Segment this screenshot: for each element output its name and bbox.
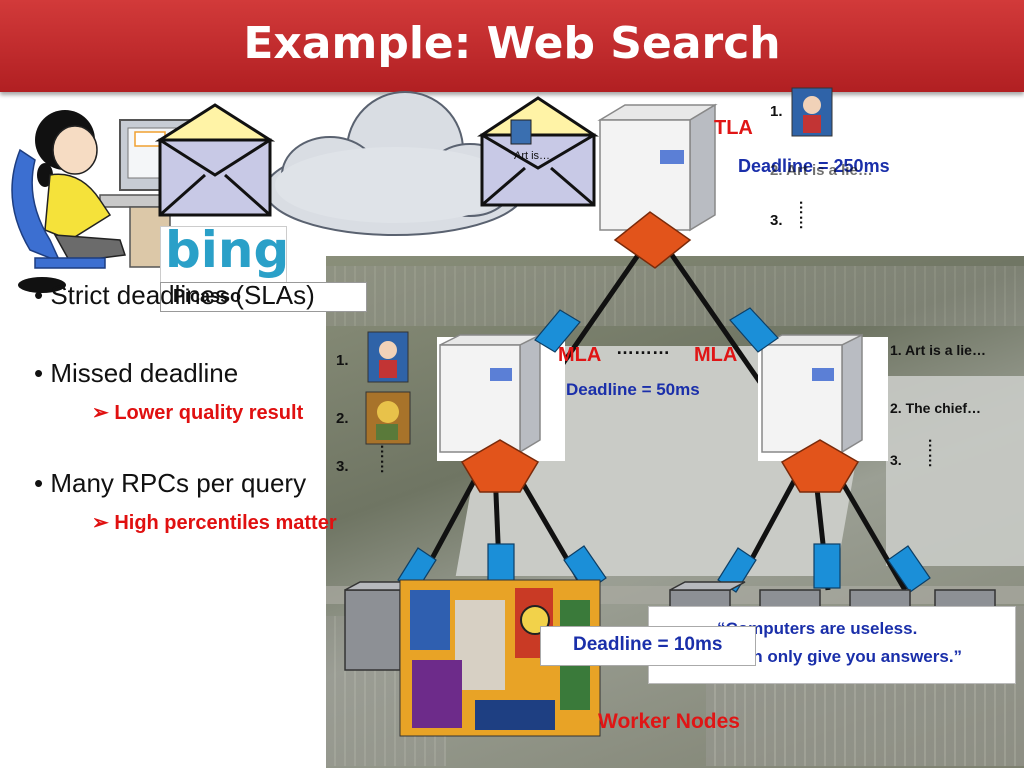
tla-result-1: 1.: [770, 103, 783, 120]
bullet-missed-deadline: • Missed deadline: [34, 358, 239, 388]
mla-right-result-1: 1. Art is a lie…: [890, 342, 986, 358]
mla-left-result-3: 3.: [336, 458, 349, 475]
title-bar: [0, 0, 1024, 92]
tla-result-3: 3.: [770, 212, 783, 229]
tla-deadline: Deadline = 250ms: [738, 156, 890, 176]
search-query-box[interactable]: Picasso: [160, 282, 367, 312]
sub-bullet-high-percentiles: ➢ High percentiles matter: [92, 512, 337, 534]
mla-left-label: MLA: [558, 344, 602, 366]
quote-line-2: They can only give you answers.”: [689, 647, 963, 666]
query-envelope-icon: [154, 103, 276, 217]
mla-left-result-1: 1.: [336, 352, 349, 369]
tla-server-icon: [597, 103, 718, 232]
mla-right-result-2: 2. The chief…: [890, 400, 982, 416]
bing-logo: bing: [160, 221, 289, 284]
tla-label: TLA: [714, 117, 753, 139]
mla-left-result-2: 2.: [336, 410, 349, 427]
tla-ellipsis: ……: [796, 200, 813, 230]
mla-left-ellipsis: ……: [377, 444, 394, 474]
bing-logo-text: bing: [165, 221, 290, 279]
tla-result-2: 2. Art is a lie…: [770, 162, 873, 179]
worker-nodes-label: Worker Nodes: [598, 710, 740, 733]
mla-right-label: MLA: [694, 344, 738, 366]
worker-deadline: Deadline = 10ms: [573, 634, 723, 655]
quote-line-1: “Computers are useless.: [717, 619, 918, 638]
network-cloud-icon: [264, 91, 526, 236]
mla-right-result-3: 3.: [890, 452, 902, 468]
mla-right-server-icon: [758, 333, 888, 461]
response-envelope-icon: [477, 96, 599, 207]
mla-right-ellipsis: ……: [925, 438, 942, 468]
search-query-text: Picasso: [173, 286, 242, 306]
picasso-thumbnail-icon: [365, 87, 833, 445]
bullet-strict-deadlines: • Strict deadlines (SLAs): [34, 280, 315, 310]
envelope-snippet: Art is…: [514, 150, 551, 162]
sub-bullet-lower-quality: ➢ Lower quality result: [92, 402, 304, 424]
worker-deadline-box: Deadline = 10ms: [540, 626, 756, 666]
mla-deadline: Deadline = 50ms: [566, 380, 700, 399]
bullet-many-rpcs: • Many RPCs per query: [34, 468, 307, 498]
mla-between-dots: ………: [616, 338, 670, 358]
slide-title: Example: Web Search: [243, 18, 781, 69]
